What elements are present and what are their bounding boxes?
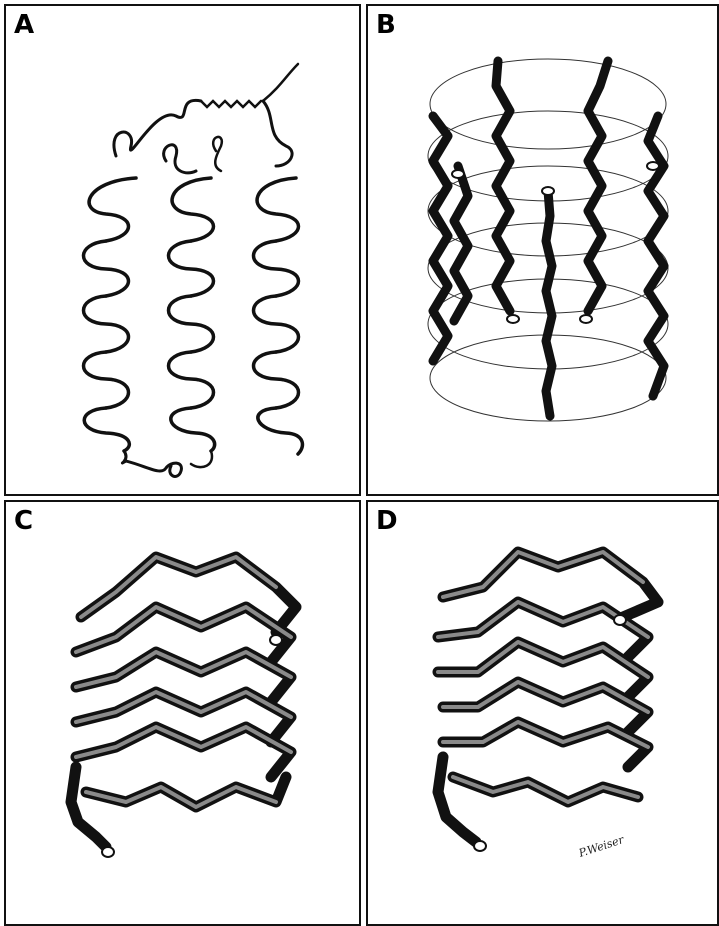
strand-end — [542, 187, 554, 195]
bottom-loop — [191, 451, 212, 467]
strand-end — [580, 315, 592, 323]
closed-beta-helix-illustration — [368, 502, 719, 926]
tube-end — [270, 635, 282, 645]
top-loop — [201, 101, 261, 107]
panel-a: A — [4, 4, 361, 496]
helix-bundle-illustration — [6, 6, 361, 496]
strand-end — [507, 315, 519, 323]
strand — [454, 166, 468, 321]
panel-b: B — [366, 4, 719, 496]
panel-d: D — [366, 500, 719, 926]
strand — [433, 116, 448, 361]
strand-end — [647, 162, 659, 170]
panel-c: C — [4, 500, 361, 926]
top-loop — [263, 64, 298, 101]
top-loop — [263, 101, 292, 166]
strand — [588, 61, 608, 311]
tube-end — [614, 615, 626, 625]
cylinder-ring — [430, 59, 666, 149]
tube-end — [102, 847, 114, 857]
strand — [546, 191, 552, 416]
top-loop — [213, 137, 222, 171]
helix-middle — [169, 178, 215, 451]
helix-left — [84, 178, 137, 451]
tube-end — [474, 841, 486, 851]
cylinder-strands-illustration — [368, 6, 719, 496]
open-beta-helix-illustration — [6, 502, 361, 926]
top-loop — [114, 100, 201, 156]
strand-end — [452, 170, 464, 178]
top-loop — [164, 145, 196, 173]
strand — [648, 116, 664, 396]
strand — [496, 61, 510, 311]
bottom-loop — [122, 451, 181, 476]
helix-right — [254, 178, 303, 454]
